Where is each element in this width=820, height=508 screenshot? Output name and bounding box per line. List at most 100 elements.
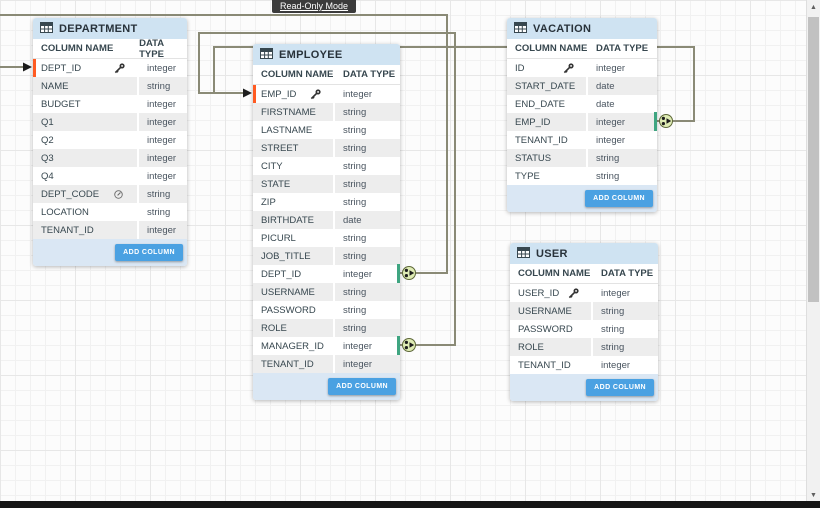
column-row-password[interactable]: PASSWORD string bbox=[253, 301, 400, 319]
column-name-cell: EMP_ID bbox=[253, 85, 335, 103]
foreign-key-connector-icon[interactable] bbox=[402, 338, 416, 352]
foreign-key-connector-icon[interactable] bbox=[659, 114, 673, 128]
table-footer: ADD COLUMN bbox=[510, 374, 658, 401]
column-row-role[interactable]: ROLE string bbox=[253, 319, 400, 337]
vertical-scrollbar[interactable]: ▲ ▼ bbox=[806, 0, 820, 502]
column-name-cell: STATE bbox=[253, 175, 335, 193]
primary-key-icon bbox=[114, 62, 125, 74]
column-name-cell: TENANT_ID bbox=[33, 221, 139, 239]
data-type-cell: integer bbox=[147, 116, 177, 128]
horizontal-scrollbar[interactable] bbox=[0, 501, 820, 508]
table-header-user[interactable]: USER bbox=[510, 243, 658, 264]
column-row-start_date[interactable]: START_DATE date bbox=[507, 77, 657, 95]
data-type-cell: string bbox=[343, 178, 367, 190]
data-type-cell: string bbox=[343, 322, 367, 334]
data-type-cell: string bbox=[343, 304, 367, 316]
add-column-button[interactable]: ADD COLUMN bbox=[586, 379, 654, 396]
data-type-cell: string bbox=[596, 170, 620, 182]
column-name-text: CITY bbox=[261, 160, 283, 172]
data-type-header: DATA TYPE bbox=[601, 268, 654, 279]
column-row-city[interactable]: CITY string bbox=[253, 157, 400, 175]
table-header-vacation[interactable]: VACATION bbox=[507, 18, 657, 39]
data-type-cell: integer bbox=[601, 287, 631, 299]
column-name-cell: MANAGER_ID bbox=[253, 337, 335, 355]
data-type-cell: string bbox=[343, 250, 367, 262]
vertical-scrollbar-thumb[interactable] bbox=[808, 17, 819, 302]
data-type-cell: integer bbox=[343, 340, 373, 352]
data-type-cell: string bbox=[343, 142, 367, 154]
column-name-cell: END_DATE bbox=[507, 95, 588, 113]
table-header-department[interactable]: DEPARTMENT bbox=[33, 18, 187, 39]
column-name-text: Q2 bbox=[41, 134, 54, 146]
scroll-up-button[interactable]: ▲ bbox=[807, 0, 820, 14]
scroll-down-button[interactable]: ▼ bbox=[807, 488, 820, 502]
data-type-cell: string bbox=[343, 160, 367, 172]
column-name-text: END_DATE bbox=[515, 98, 565, 110]
column-name-text: ID bbox=[515, 62, 525, 74]
column-row-state[interactable]: STATE string bbox=[253, 175, 400, 193]
column-name-text: PASSWORD bbox=[261, 304, 316, 316]
column-row-dept_id[interactable]: DEPT_ID integer bbox=[33, 59, 187, 77]
column-row-q1[interactable]: Q1 integer bbox=[33, 113, 187, 131]
column-name-text: EMP_ID bbox=[261, 88, 297, 100]
data-type-cell: integer bbox=[147, 62, 177, 74]
column-name-cell: EMP_ID bbox=[507, 113, 588, 131]
column-name-cell: ROLE bbox=[510, 338, 593, 356]
column-name-text: PASSWORD bbox=[518, 323, 573, 335]
column-name-cell: ROLE bbox=[253, 319, 335, 337]
column-name-text: BIRTHDATE bbox=[261, 214, 314, 226]
column-row-manager_id[interactable]: MANAGER_ID integer bbox=[253, 336, 400, 356]
add-column-button[interactable]: ADD COLUMN bbox=[585, 190, 653, 207]
add-column-button[interactable]: ADD COLUMN bbox=[328, 378, 396, 395]
data-type-cell: string bbox=[147, 206, 171, 218]
column-name-cell: USERNAME bbox=[510, 302, 593, 320]
column-name-cell: START_DATE bbox=[507, 77, 588, 95]
add-column-button[interactable]: ADD COLUMN bbox=[115, 244, 183, 261]
data-type-cell: string bbox=[343, 196, 367, 208]
data-type-cell: string bbox=[343, 286, 367, 298]
column-name-cell: DEPT_CODE bbox=[33, 185, 139, 203]
foreign-key-connector-icon[interactable] bbox=[402, 266, 416, 280]
table-header-employee[interactable]: EMPLOYEE bbox=[253, 44, 400, 65]
column-name-text: Q1 bbox=[41, 116, 54, 128]
data-type-cell: date bbox=[596, 80, 615, 92]
column-name-cell: DEPT_ID bbox=[33, 59, 139, 77]
relationship-arrow-icon bbox=[243, 88, 252, 98]
column-name-text: STATE bbox=[261, 178, 291, 190]
